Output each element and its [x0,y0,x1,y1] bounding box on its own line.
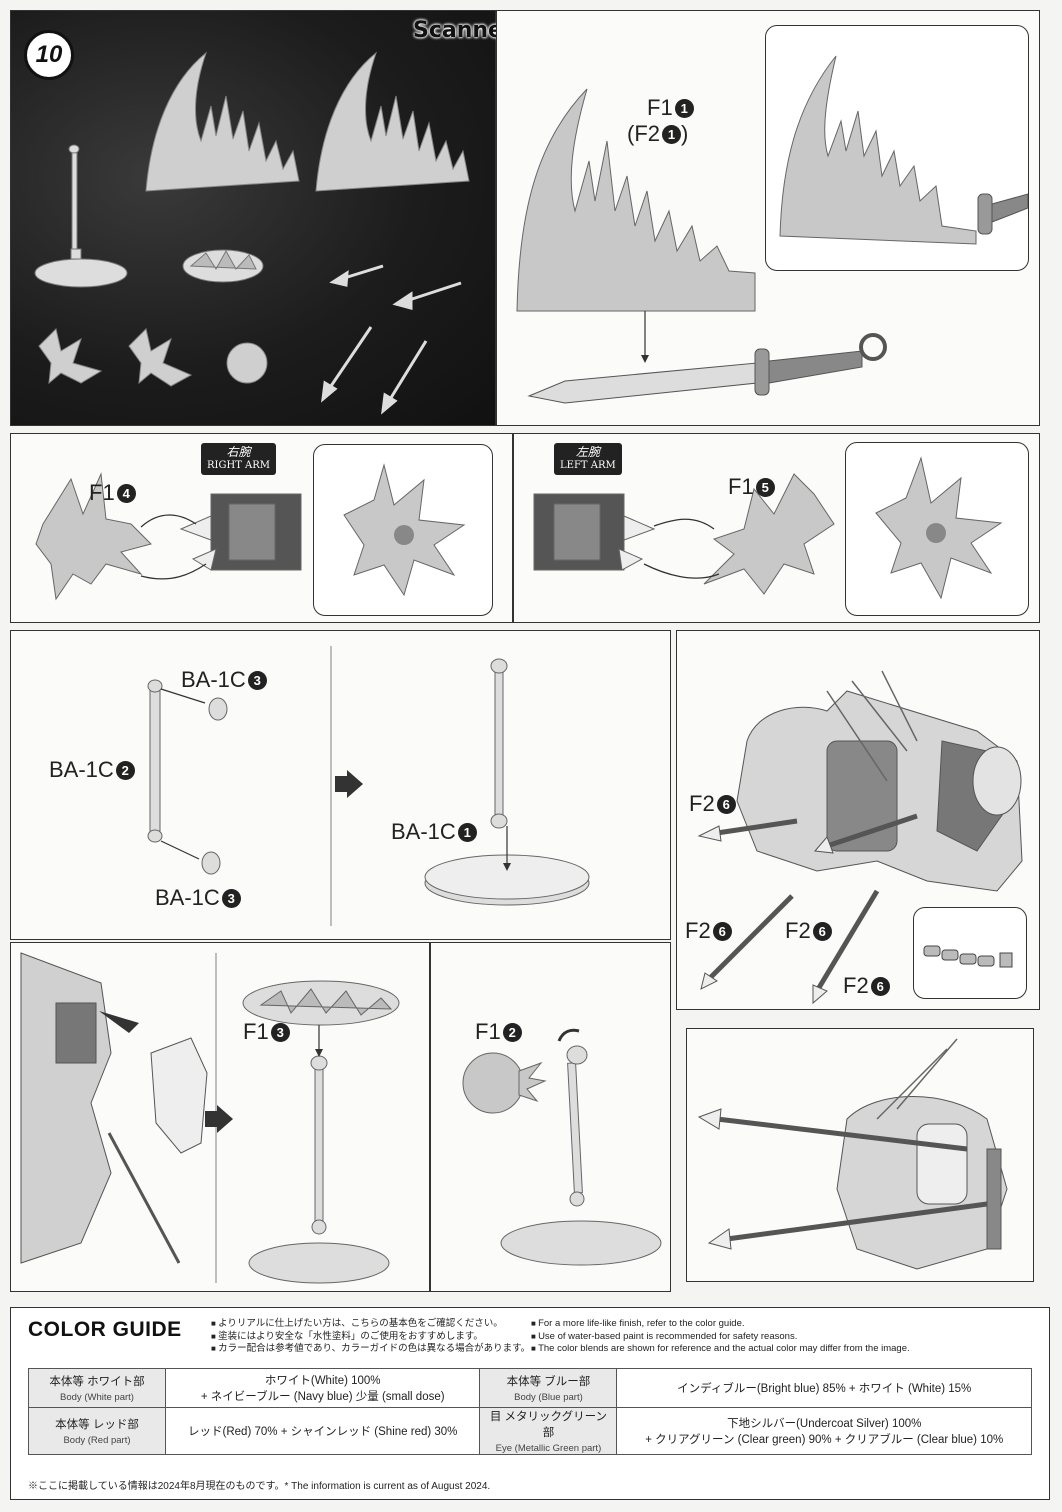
left-arm-claw-inset [845,442,1029,616]
table-cell: ホワイト(White) 100%+ ネイビーブルー (Navy blue) 少量… [164,1368,481,1408]
parts-illustration [34,51,470,415]
stand-assembly-illustration [147,646,590,926]
right-arm-claw-illustration [35,472,302,601]
right-claw-detail [343,463,466,597]
color-guide-notes-jp: よりリアルに仕上げたい方は、こちらの基本色をご確認ください。 塗装にはより安全な… [211,1318,530,1356]
left-arm-claw-illustration [533,473,835,595]
left-claw-detail [875,456,1003,600]
chain-detail [923,945,1013,968]
note-en-2: Use of water-based paint is recommended … [531,1331,910,1344]
right-arm-claw-inset [313,444,493,616]
next-step-arrow [335,770,363,798]
arrow-pose-panel [686,1028,1034,1282]
fireball-stand-illustration [462,1028,662,1266]
color-guide-title: COLOR GUIDE [28,1318,182,1341]
sword-effect-detail [779,55,1029,245]
table-cell: レッド(Red) 70% + シャインレッド (Shine red) 30% [164,1407,481,1455]
parts-overview-panel [10,10,496,426]
chain-detail-inset [913,907,1027,999]
color-guide: COLOR GUIDE よりリアルに仕上げたい方は、こちらの基本色をご確認くださ… [10,1307,1050,1500]
note-en-1: For a more life-like finish, refer to th… [531,1318,910,1331]
arrow-attach-illustration [697,670,1023,1005]
note-jp-3: カラー配合は参考値であり、カラーガイドの色は異なる場合があります。 [211,1343,530,1356]
step-number-badge: 10 [24,30,74,80]
sword-effect-illustration [516,88,887,404]
table-cell: 下地シルバー(Undercoat Silver) 100%+ クリアグリーン (… [616,1407,1032,1455]
note-jp-1: よりリアルに仕上げたい方は、こちらの基本色をご確認ください。 [211,1318,530,1331]
color-guide-notes-en: For a more life-like finish, refer to th… [531,1318,910,1356]
note-en-3: The color blends are shown for reference… [531,1343,910,1356]
sword-effect-detail-inset [765,25,1029,271]
color-guide-footer: ※ここに掲載している情報は2024年8月現在のものです。* The inform… [28,1481,491,1492]
note-jp-2: 塗装にはより安全な「水性塗料」のご使用をおすすめします。 [211,1331,530,1344]
next-step-arrow-2 [205,1105,233,1133]
table-cell: インディブルー(Bright blue) 85% + ホワイト (White) … [616,1368,1032,1408]
hand-and-fan-illustration [20,952,400,1284]
arrow-pose-illustration [697,1038,1008,1270]
